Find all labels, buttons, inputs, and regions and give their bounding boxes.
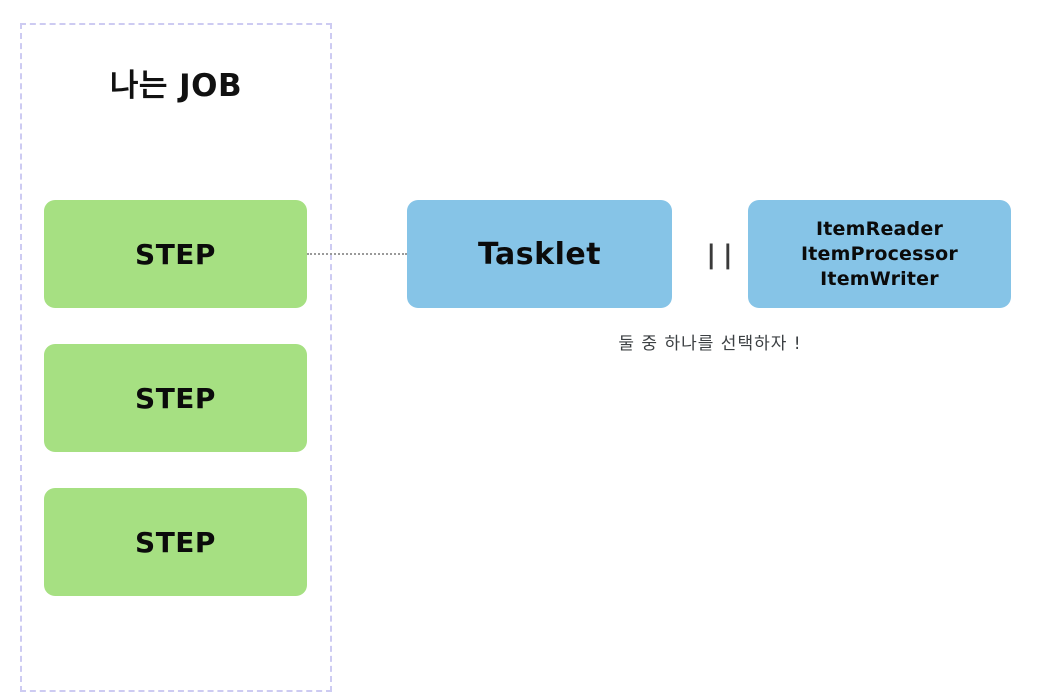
chunk-node-line-item-processor: ItemProcessor <box>801 242 958 265</box>
chunk-node-line-item-writer: ItemWriter <box>820 267 939 290</box>
step-node-3[interactable]: STEP <box>44 488 307 596</box>
step-node-1-label: STEP <box>135 237 216 271</box>
chunk-node-line-item-reader: ItemReader <box>815 217 944 240</box>
tasklet-node[interactable]: Tasklet <box>407 200 672 308</box>
step-node-2-label: STEP <box>135 381 216 415</box>
step-node-3-label: STEP <box>135 525 216 559</box>
selection-caption: 둘 중 하나를 선택하자 ! <box>618 334 802 354</box>
equals-symbol: || <box>703 240 737 270</box>
job-title: 나는 JOB <box>109 68 243 104</box>
chunk-node[interactable]: ItemReader ItemProcessor ItemWriter <box>748 200 1011 308</box>
job-boundary <box>20 23 332 692</box>
step-node-2[interactable]: STEP <box>44 344 307 452</box>
tasklet-node-label: Tasklet <box>477 236 602 272</box>
step-node-1[interactable]: STEP <box>44 200 307 308</box>
step-to-tasklet-connector <box>307 253 407 255</box>
